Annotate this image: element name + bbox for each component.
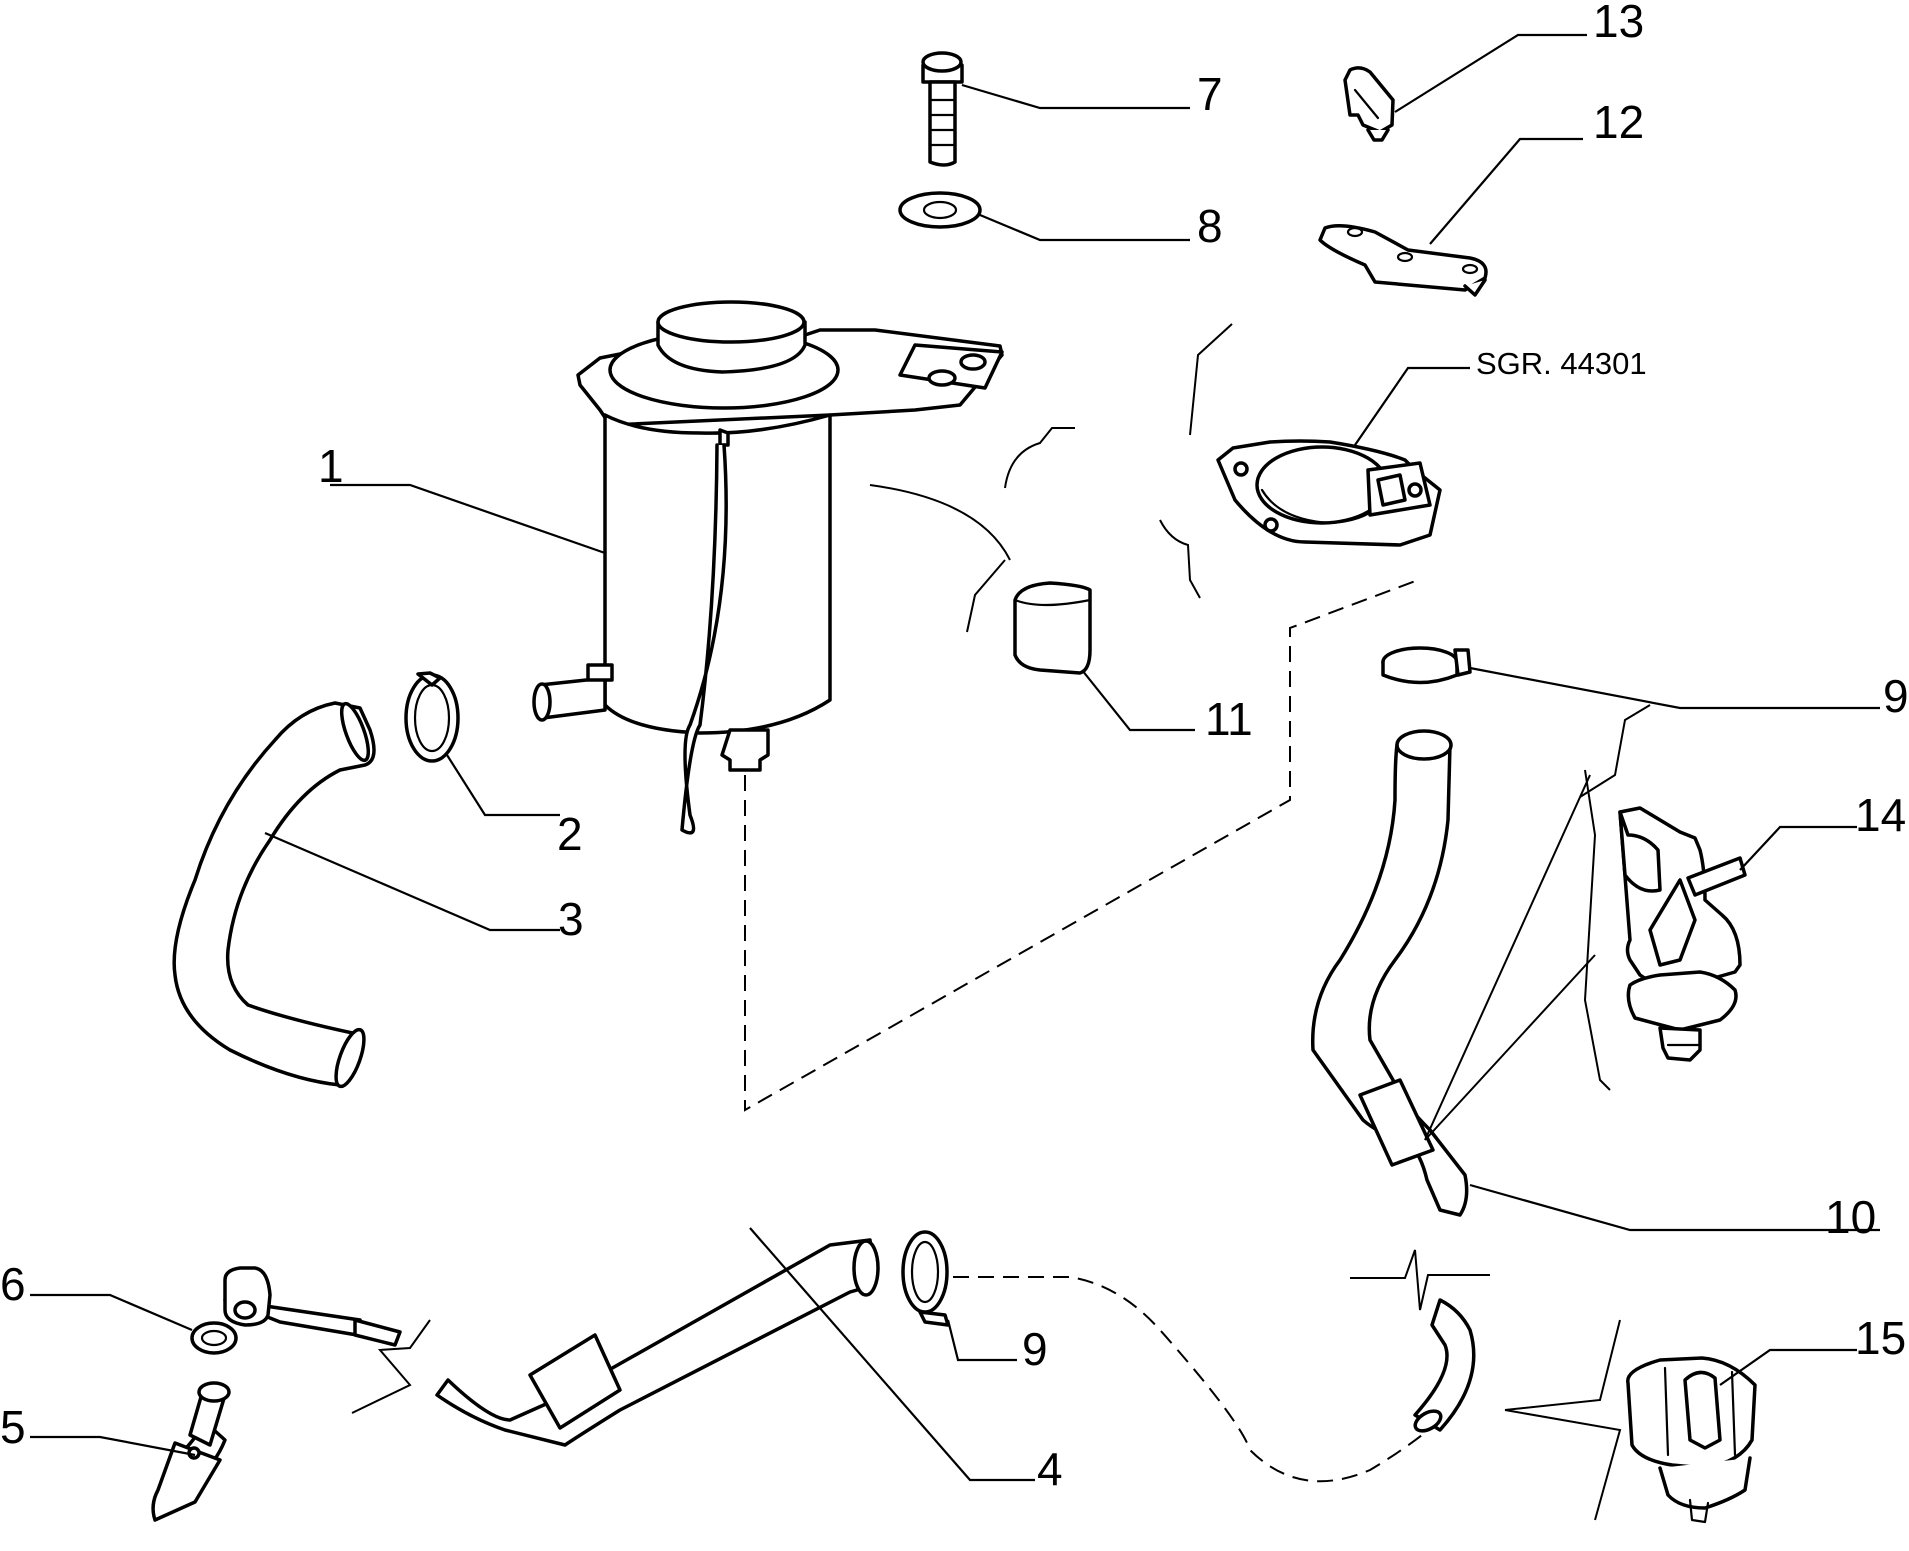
- small-bracket: [1318, 224, 1488, 297]
- banjo-bolt: [151, 1381, 231, 1522]
- callout-7: 7: [1197, 68, 1223, 120]
- bent-hose: [172, 701, 376, 1089]
- callout-6: 6: [0, 1258, 26, 1310]
- callout-13: 13: [1593, 0, 1644, 47]
- flat-washer: [898, 191, 982, 229]
- callout-3: 3: [558, 893, 584, 945]
- retaining-clip: [1343, 66, 1395, 142]
- upper-clamp: [1381, 646, 1472, 685]
- reservoir-support-bracket: [1216, 439, 1442, 547]
- callout-12: 12: [1593, 96, 1644, 148]
- return-pipe: [1310, 729, 1476, 1433]
- mounting-bolt: [921, 51, 964, 167]
- banjo-fitting: [223, 1266, 402, 1347]
- callout-labels: 1 2 3 4 5 6 7 8 9 9 10 11 12 13 14 15 SG…: [0, 0, 1909, 1495]
- callout-5: 5: [0, 1401, 26, 1453]
- pipe-retaining-clip: [1626, 1356, 1757, 1524]
- hose-clamp: [404, 671, 460, 763]
- sealing-washer: [190, 1321, 238, 1355]
- lower-clamp: [901, 1230, 950, 1327]
- leader-lines: [30, 33, 1880, 1482]
- callout-10: 10: [1825, 1191, 1876, 1243]
- break-marks: [351, 323, 1651, 1521]
- pipe-holder-clip: [1618, 806, 1747, 1062]
- callout-9-upper: 9: [1883, 670, 1909, 722]
- group-reference-label: SGR. 44301: [1476, 346, 1647, 381]
- callout-15: 15: [1855, 1312, 1906, 1364]
- callout-14: 14: [1855, 789, 1906, 841]
- callout-2: 2: [557, 808, 583, 860]
- callout-1: 1: [318, 440, 344, 492]
- rubber-pad: [1013, 581, 1092, 675]
- callout-11: 11: [1205, 693, 1253, 745]
- callout-4: 4: [1037, 1443, 1063, 1495]
- callout-8: 8: [1197, 200, 1223, 252]
- assembly-lines: [744, 578, 1446, 1483]
- pressure-pipe: [435, 1238, 880, 1447]
- fluid-reservoir: [532, 300, 1004, 835]
- callout-9-lower: 9: [1022, 1323, 1048, 1375]
